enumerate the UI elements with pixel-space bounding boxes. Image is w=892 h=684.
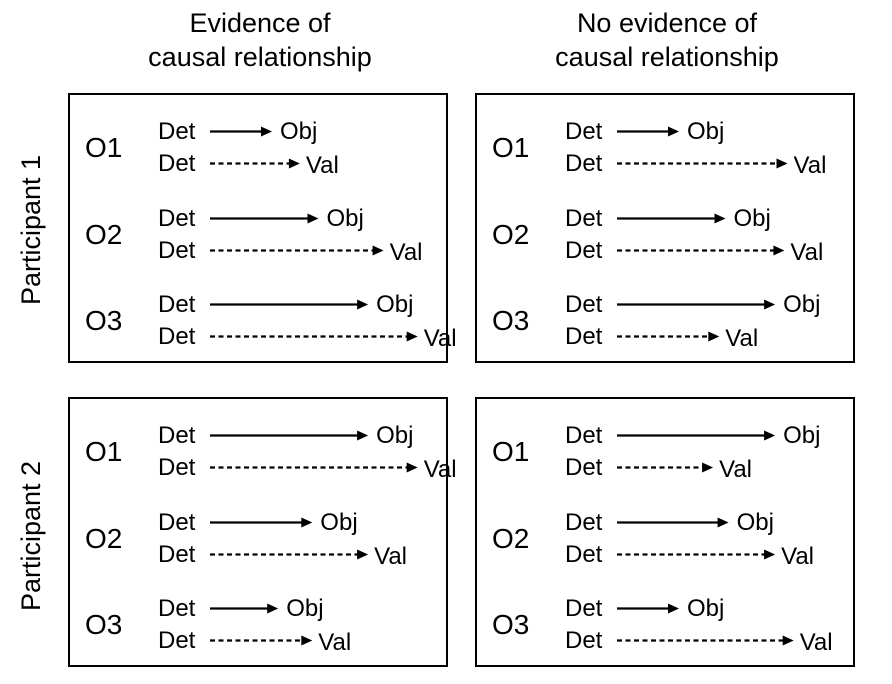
solid-arrow-arrowhead	[668, 603, 679, 614]
det-label: Det	[158, 595, 196, 622]
val-label: Val	[781, 543, 814, 570]
outcome-label: O2	[492, 523, 529, 554]
det-label: Det	[158, 454, 196, 481]
solid-arrow-arrowhead	[357, 299, 369, 310]
dashed-arrow-arrowhead	[357, 549, 369, 560]
val-label: Val	[318, 629, 351, 656]
det-label: Det	[565, 150, 603, 177]
solid-arrow-arrowhead	[261, 126, 272, 137]
outcome-label: O1	[85, 132, 122, 163]
dashed-arrow-arrowhead	[773, 245, 785, 256]
det-label: Det	[565, 541, 603, 568]
obj-label: Obj	[783, 422, 820, 449]
solid-arrow-arrowhead	[717, 517, 729, 528]
solid-arrow-arrowhead	[267, 603, 279, 614]
column-header-no-evidence: No evidence of causal relationship	[555, 8, 779, 72]
val-label: Val	[424, 456, 457, 483]
obj-label: Obj	[687, 595, 724, 622]
obj-label: Obj	[687, 118, 724, 145]
outcome-label: O2	[85, 219, 122, 250]
det-label: Det	[565, 627, 603, 654]
obj-label: Obj	[286, 595, 323, 622]
solid-arrow-arrowhead	[714, 213, 726, 224]
dashed-arrow-arrowhead	[708, 331, 720, 342]
obj-label: Obj	[783, 291, 820, 318]
det-label: Det	[158, 150, 196, 177]
outcome-label: O1	[85, 436, 122, 467]
det-label: Det	[565, 509, 603, 536]
val-label: Val	[306, 152, 339, 179]
det-label: Det	[565, 118, 603, 145]
outcome-label: O1	[492, 436, 529, 467]
solid-arrow-arrowhead	[301, 517, 313, 528]
obj-label: Obj	[376, 291, 413, 318]
row-label-participant-2: Participant 2	[16, 460, 46, 612]
dashed-arrow-arrowhead	[782, 635, 794, 646]
det-label: Det	[565, 237, 603, 264]
outcome-label: O1	[492, 132, 529, 163]
det-label: Det	[565, 291, 603, 318]
obj-label: Obj	[734, 205, 771, 232]
dashed-arrow-arrowhead	[406, 462, 418, 473]
det-label: Det	[158, 422, 196, 449]
dashed-arrow-arrowhead	[776, 158, 788, 169]
outcome-label: O2	[492, 219, 529, 250]
outcome-label: O3	[492, 609, 529, 640]
det-label: Det	[158, 291, 196, 318]
det-label: Det	[158, 323, 196, 350]
det-label: Det	[158, 509, 196, 536]
val-label: Val	[424, 325, 457, 352]
val-label: Val	[790, 239, 823, 266]
dashed-arrow-arrowhead	[702, 462, 714, 473]
det-label: Det	[158, 118, 196, 145]
det-label: Det	[158, 627, 196, 654]
obj-label: Obj	[327, 205, 364, 232]
outcome-label: O3	[85, 609, 122, 640]
outcome-label: O3	[85, 305, 122, 336]
dashed-arrow-arrowhead	[764, 549, 776, 560]
val-label: Val	[725, 325, 758, 352]
solid-arrow-arrowhead	[357, 430, 369, 441]
solid-arrow-arrowhead	[764, 430, 776, 441]
obj-label: Obj	[280, 118, 317, 145]
obj-label: Obj	[376, 422, 413, 449]
val-label: Val	[374, 543, 407, 570]
column-header-evidence: Evidence of causal relationship	[148, 8, 372, 72]
val-label: Val	[800, 629, 833, 656]
det-label: Det	[565, 323, 603, 350]
dashed-arrow-arrowhead	[406, 331, 418, 342]
det-label: Det	[565, 595, 603, 622]
dashed-arrow-arrowhead	[301, 635, 313, 646]
val-label: Val	[719, 456, 752, 483]
det-label: Det	[158, 237, 196, 264]
outcome-label: O3	[492, 305, 529, 336]
outcome-label: O2	[85, 523, 122, 554]
obj-label: Obj	[320, 509, 357, 536]
det-label: Det	[565, 422, 603, 449]
det-label: Det	[565, 205, 603, 232]
det-label: Det	[158, 541, 196, 568]
det-label: Det	[565, 454, 603, 481]
obj-label: Obj	[737, 509, 774, 536]
solid-arrow-arrowhead	[668, 126, 679, 137]
solid-arrow-arrowhead	[764, 299, 776, 310]
dashed-arrow-arrowhead	[288, 158, 300, 169]
solid-arrow-arrowhead	[307, 213, 319, 224]
val-label: Val	[794, 152, 827, 179]
val-label: Val	[390, 239, 423, 266]
dashed-arrow-arrowhead	[372, 245, 384, 256]
det-label: Det	[158, 205, 196, 232]
row-label-participant-1: Participant 1	[16, 154, 46, 306]
